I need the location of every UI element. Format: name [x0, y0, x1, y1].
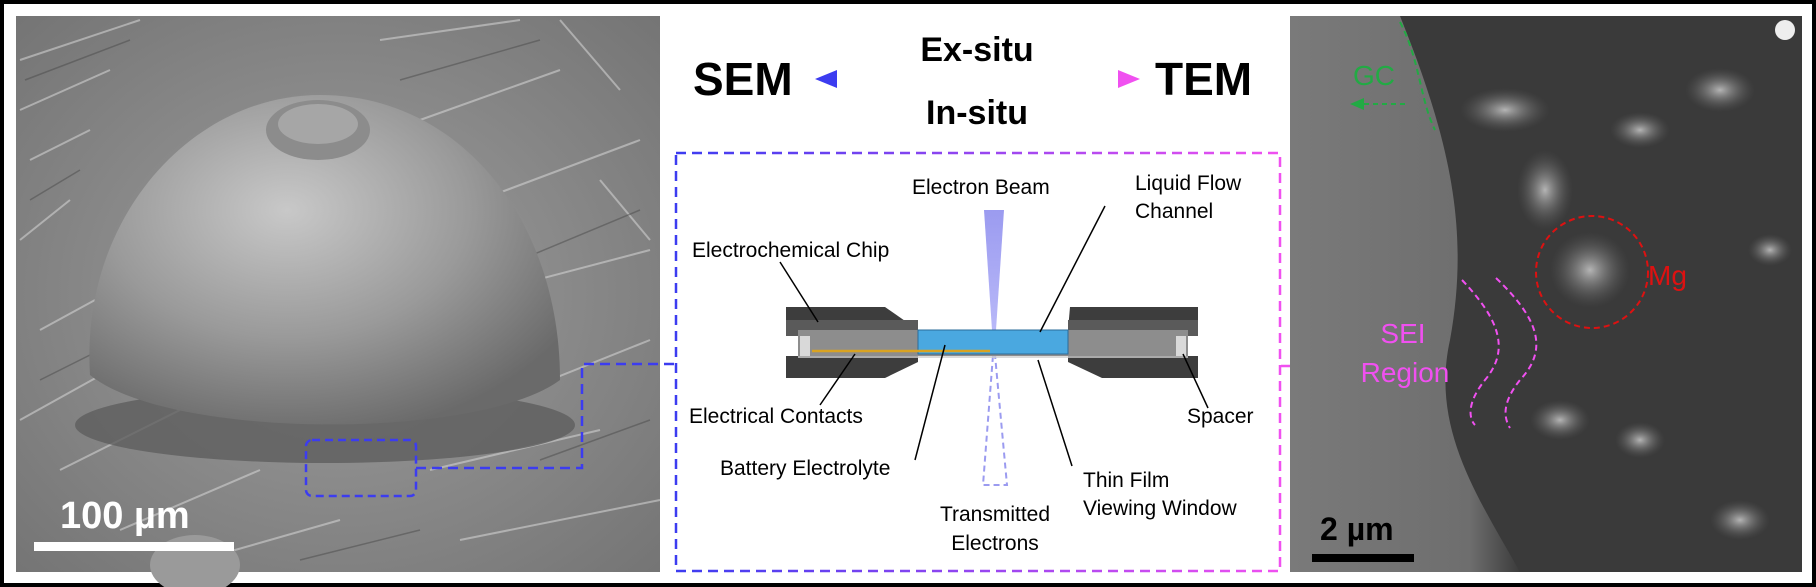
transmitted-label-2: Electrons — [951, 532, 1039, 555]
sei-label-2: Region — [1361, 357, 1450, 388]
tem-label: TEM — [1155, 53, 1252, 105]
tem-scale-bar — [1312, 554, 1414, 562]
dome-shape — [89, 95, 561, 425]
electron-beam-label: Electron Beam — [912, 176, 1050, 199]
gc-boundary — [1399, 21, 1436, 131]
in-situ-label: In-situ — [926, 94, 1028, 132]
tem-image: GC Mg SEI Region 2 µm — [1290, 16, 1802, 572]
sem-region-box — [304, 438, 418, 498]
gc-label: GC — [1353, 60, 1395, 91]
sem-scale-label: 100 µm — [60, 495, 190, 537]
spacer-label: Spacer — [1187, 405, 1254, 428]
sem-scale-bar — [34, 542, 234, 551]
mg-label: Mg — [1648, 260, 1687, 291]
liquid-flow-label-2: Channel — [1135, 200, 1213, 223]
transmitted-label-1: Transmitted — [940, 503, 1050, 526]
sem-image: 100 µm — [16, 16, 661, 587]
sei-boundary-2 — [1495, 277, 1538, 429]
mg-circle — [1535, 215, 1649, 329]
sem-label: SEM — [693, 53, 793, 105]
thin-film-label-1: Thin Film — [1083, 469, 1169, 492]
liquid-flow-label-1: Liquid Flow — [1135, 172, 1242, 195]
electron-beam-shape — [984, 210, 1004, 330]
sei-boundary-1 — [1461, 279, 1500, 426]
battery-electrolyte-label: Battery Electrolyte — [720, 457, 890, 480]
electrochemical-chip-label: Electrochemical Chip — [692, 239, 889, 262]
electrical-contacts-label: Electrical Contacts — [689, 405, 863, 428]
liquid-cell-schematic: Electron Beam Liquid Flow Channel Electr… — [689, 172, 1254, 555]
sei-label-1: SEI — [1380, 318, 1425, 349]
sem-connector — [416, 362, 675, 470]
tem-scale-label: 2 µm — [1320, 511, 1394, 547]
ex-situ-label: Ex-situ — [920, 31, 1033, 69]
double-arrow — [815, 70, 1140, 88]
thin-film-label-2: Viewing Window — [1083, 497, 1238, 520]
